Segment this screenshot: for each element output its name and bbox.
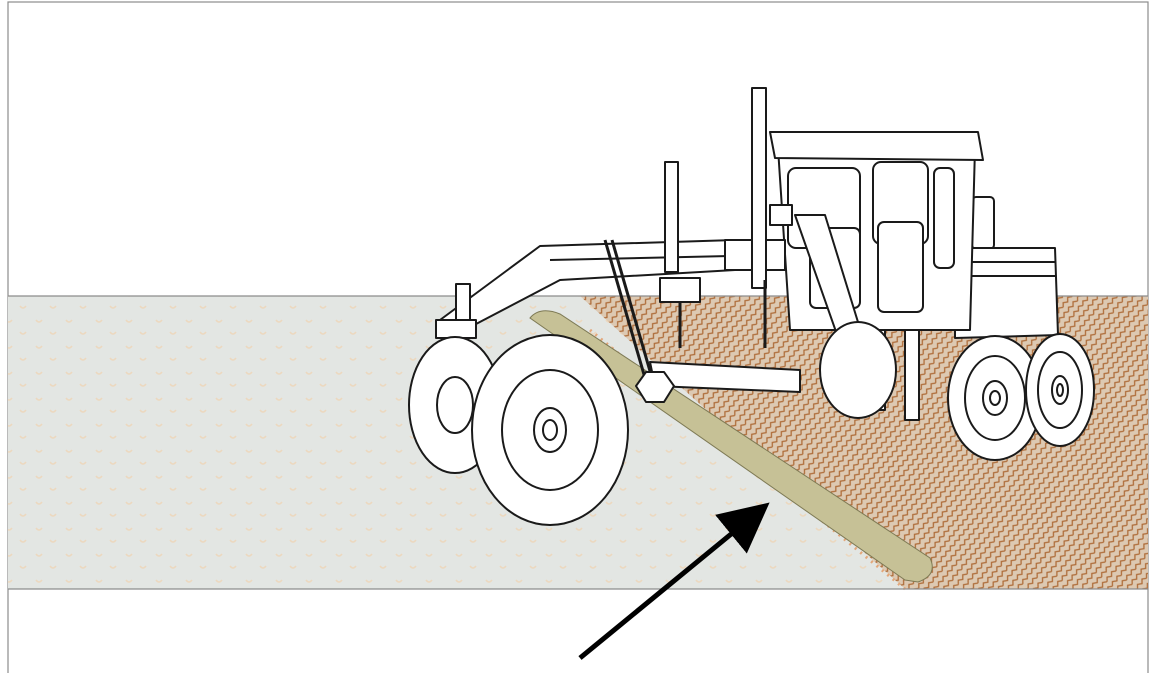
windrow: [529, 310, 933, 583]
rear-wheel-1: [947, 335, 1043, 461]
circle-drive: [659, 277, 701, 303]
rear-wheel-2: [1025, 333, 1095, 447]
lift-cylinder-short: [664, 161, 679, 273]
ball-joint: [635, 371, 675, 403]
front-wheel-front: [471, 334, 629, 526]
cab-window-right: [933, 167, 955, 269]
tandem-wheel-hidden: [819, 321, 897, 419]
exhaust-stack: [971, 196, 995, 250]
arrow-icon: [578, 502, 770, 660]
cab-window-lower: [877, 221, 924, 313]
lift-cylinder-tall: [751, 87, 767, 289]
motor-grader-icon: [408, 87, 1095, 526]
front-bumper: [435, 319, 477, 339]
cab-roof: [769, 131, 984, 161]
